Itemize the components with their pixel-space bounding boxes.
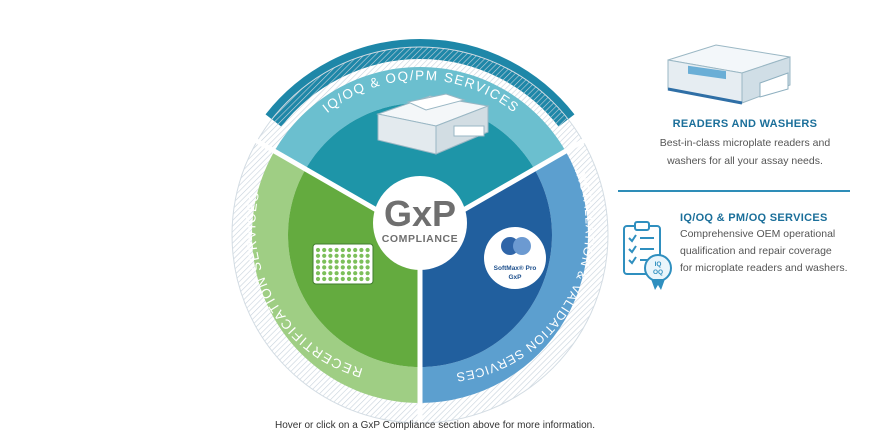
microplate-well [353, 271, 358, 276]
microplate-well [328, 253, 333, 258]
microplate-well [346, 259, 352, 264]
microplate-well [328, 271, 333, 276]
seal-oq: OQ [653, 269, 663, 276]
microplate-well [365, 265, 370, 270]
microplate-well [340, 271, 345, 276]
microplate-well [353, 265, 358, 270]
microplate-well [365, 247, 370, 253]
microplate-well [334, 259, 339, 264]
seal-iq: IQ [655, 261, 662, 268]
segment-top-band [274, 67, 566, 169]
microplate-well [346, 265, 352, 270]
microplate-well [359, 253, 364, 258]
microplate-well [334, 247, 339, 253]
microplate-well [315, 247, 321, 253]
microplate-well [334, 271, 339, 276]
readers-title[interactable]: READERS AND WASHERS [672, 118, 818, 130]
readers-desc-line-2: washers for all your assay needs. [667, 155, 823, 167]
microplate-well [359, 265, 364, 270]
microplate-well [322, 276, 327, 282]
iqoq-desc-line-3: for microplate readers and washers. [680, 262, 848, 274]
segment-right-band [420, 151, 588, 403]
microplate-well [353, 253, 358, 258]
microplate-well [340, 253, 345, 258]
microplate-well [346, 276, 352, 282]
microplate-well [322, 271, 327, 276]
microplate-well [340, 265, 345, 270]
microplate-well [315, 265, 321, 270]
microplate-well [359, 259, 364, 264]
center-title: GxP [384, 193, 456, 234]
iqoq-desc-line-2: qualification and repair coverage [680, 245, 832, 257]
microplate-well [365, 271, 370, 276]
microplate-well [340, 276, 345, 282]
readers-desc-line-1: Best-in-class microplate readers and [659, 137, 831, 149]
microplate-well [328, 247, 333, 253]
center-subtitle: COMPLIANCE [382, 233, 459, 245]
microplate-well [359, 276, 364, 282]
readers-description: Best-in-class microplate readers and was… [620, 134, 870, 170]
microplate-well [340, 247, 345, 253]
microplate-wells [315, 247, 370, 282]
microplate-well [365, 253, 370, 258]
microplate-well [322, 259, 327, 264]
hover-hint-text: Hover or click on a GxP Compliance secti… [275, 420, 595, 431]
microplate-well [346, 271, 352, 276]
microplate-well [322, 253, 327, 258]
microplate-well [346, 253, 352, 258]
microplate-well [359, 247, 364, 253]
iq-oq-services-panel[interactable]: IQ/OQ & PM/OQ SERVICES Comprehensive OEM… [680, 212, 860, 277]
center-hub: GxP COMPLIANCE [373, 176, 467, 270]
microplate-well [328, 276, 333, 282]
microplate-well [334, 276, 339, 282]
badge-line1: SoftMax® Pro [494, 264, 537, 272]
gxp-compliance-wheel: IQ/OQ & OQ/PM SERVICES INSTALLATION & VA… [231, 39, 609, 425]
softmax-pro-badge: SoftMax® Pro GxP [484, 227, 546, 289]
microplate-well [346, 247, 352, 253]
microplate-well [334, 253, 339, 258]
microplate-well [315, 271, 321, 276]
panel-divider [618, 190, 850, 192]
microplate-well [353, 259, 358, 264]
microplate-reader-icon [376, 93, 490, 155]
microplate-well [315, 259, 321, 264]
badge-disc-icon-2 [513, 237, 531, 255]
iq-oq-seal-icon: IQ OQ [644, 254, 672, 290]
readers-washers-illustration[interactable] [667, 44, 791, 105]
microplate-well [322, 265, 327, 270]
microplate-well [334, 265, 339, 270]
segment-left-band [252, 151, 420, 403]
center-hub-circle [373, 176, 467, 270]
clipboard-checklist-icon: IQ OQ [623, 221, 672, 290]
microplate-well [365, 276, 370, 282]
microplate-well [359, 271, 364, 276]
microplate-well [315, 253, 321, 258]
microplate-well [328, 265, 333, 270]
microplate-well [340, 259, 345, 264]
microplate-well [353, 247, 358, 253]
microplate-icon [312, 243, 374, 285]
readers-washers-panel[interactable]: READERS AND WASHERS Best-in-class microp… [620, 118, 870, 170]
iqoq-description: Comprehensive OEM operational qualificat… [680, 226, 860, 277]
iqoq-title[interactable]: IQ/OQ & PM/OQ SERVICES [680, 212, 828, 224]
microplate-well [328, 259, 333, 264]
iqoq-desc-line-1: Comprehensive OEM operational [680, 228, 836, 240]
microplate-well [365, 259, 370, 264]
microplate-well [353, 276, 358, 282]
microplate-well [315, 276, 321, 282]
microplate-well [322, 247, 327, 253]
badge-line2: GxP [508, 274, 522, 281]
